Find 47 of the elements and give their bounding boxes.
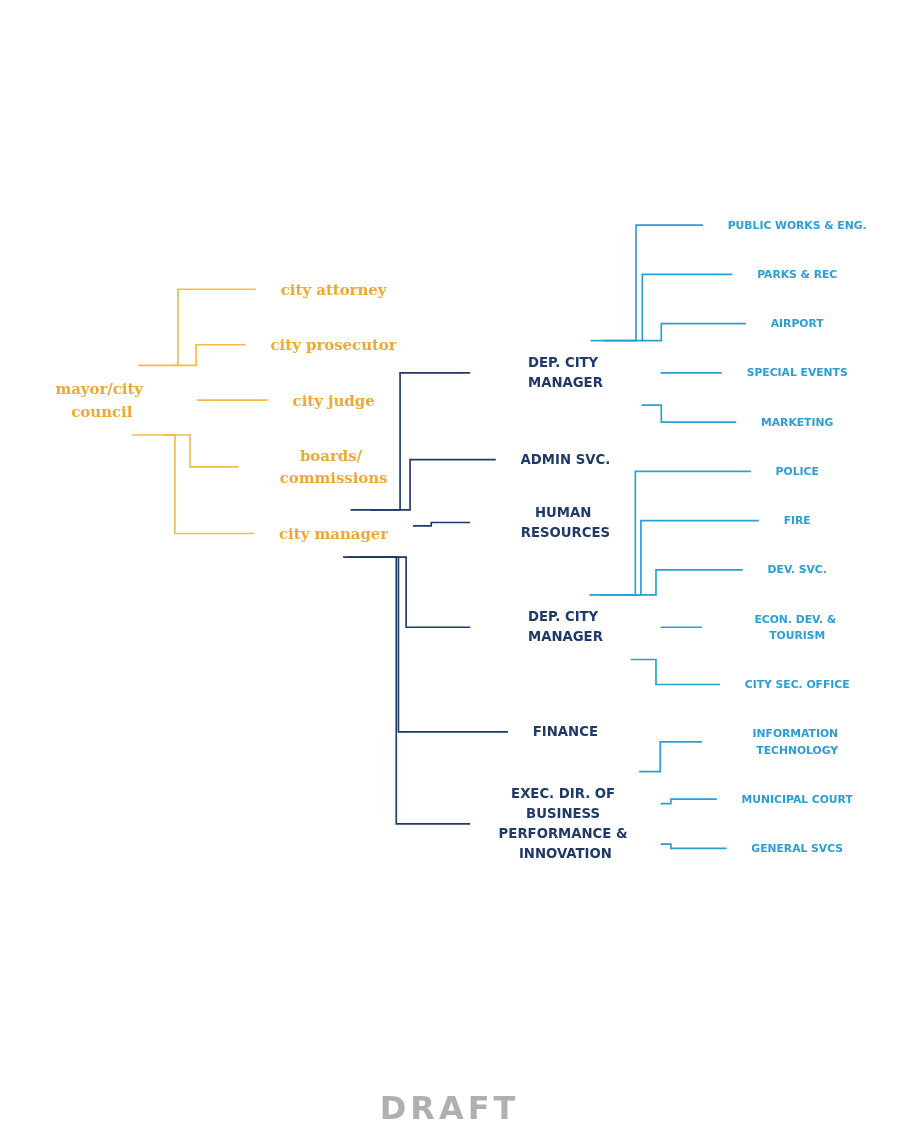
connector: [659, 371, 723, 374]
node-text: MUNICIPAL COURT: [741, 792, 853, 805]
connector: [196, 399, 269, 401]
node-text: DEP. CITY MANAGER: [527, 354, 603, 390]
node-text: FIRE: [783, 513, 811, 527]
node-text: PARKS & REC: [757, 267, 838, 281]
connector: [640, 322, 747, 342]
node-text: GENERAL SVCS: [751, 841, 844, 855]
connector: [588, 470, 752, 596]
node-text: EXEC. DIR. OF BUSINESS PERFORMANCE & INNOVATION: [498, 785, 628, 861]
node-text: PUBLIC WORKS & ENG.: [727, 218, 867, 231]
connector: [602, 273, 734, 342]
node-text: AIRPORT: [770, 316, 824, 330]
node-text: city attorney: [280, 280, 387, 298]
node-text: POLICE: [775, 464, 819, 478]
connector: [589, 224, 704, 342]
connector: [131, 433, 256, 534]
connector: [629, 568, 744, 596]
node-text: HUMAN RESOURCES: [520, 503, 611, 540]
node-text: ECON. DEV. & TOURISM: [754, 612, 837, 641]
node-text: ADMIN SVC.: [520, 451, 611, 467]
node-text: MARKETING: [761, 415, 834, 428]
stamp-text: DRAFT: [378, 1089, 521, 1127]
connector: [349, 371, 472, 511]
connector: [599, 519, 760, 596]
connector: [369, 458, 497, 511]
node-text: mayor/city council: [55, 380, 144, 420]
node-text: CITY SEC. OFFICE: [744, 677, 850, 691]
connector: [629, 658, 721, 686]
connector: [173, 343, 247, 366]
connector: [659, 626, 703, 628]
connector: [412, 521, 472, 527]
connector: [659, 798, 718, 805]
node-text: SPECIAL EVENTS: [746, 366, 848, 379]
node-text: DEV. SVC.: [767, 563, 827, 576]
node-text: city prosecutor: [270, 335, 397, 354]
connector: [640, 404, 738, 423]
node-text: FINANCE: [532, 723, 598, 740]
connector: [137, 288, 257, 366]
node-text: city judge: [292, 391, 375, 409]
node-text: DEP. CITY MANAGER: [527, 608, 603, 645]
node-text: boards/ commissions: [279, 446, 388, 487]
node-text: INFORMATION TECHNOLOGY: [752, 727, 839, 756]
connector: [659, 842, 728, 849]
connector: [342, 555, 472, 825]
connector: [638, 740, 703, 773]
node-text: city manager: [279, 524, 389, 542]
